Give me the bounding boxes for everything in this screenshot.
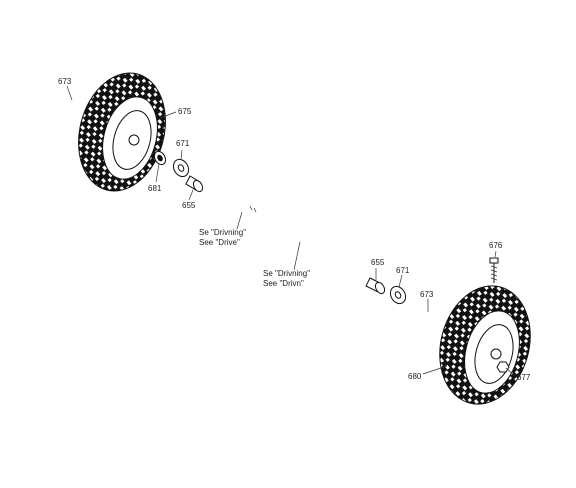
drive-shaft [204, 185, 264, 215]
right-hub [490, 348, 502, 360]
callout-681: 681 [148, 184, 162, 193]
callout-675: 675 [178, 107, 192, 116]
driven-note-line1: Se "Drivning" [263, 269, 310, 278]
leader-lines [66, 85, 516, 377]
left-pin-673 [45, 89, 75, 110]
callout-655-right: 655 [371, 258, 385, 267]
notes: Se "Drivning" See "Drive" Se "Drivning" … [199, 228, 310, 288]
left-hub [128, 134, 140, 146]
left-washer-671 [172, 158, 190, 178]
callout-671-right: 671 [396, 266, 410, 275]
driven-shaft [277, 225, 359, 271]
right-washer-671 [389, 285, 407, 305]
right-wheel-assembly [439, 285, 531, 405]
callout-labels: 673 675 671 681 655 676 655 671 673 680 … [58, 77, 531, 382]
bolt-676 [489, 257, 499, 283]
right-pin-673 [410, 304, 440, 323]
driven-note-line2: See "Drivn" [263, 279, 304, 288]
callout-676: 676 [489, 241, 503, 250]
left-bushing-655 [185, 175, 204, 193]
callout-673-right: 673 [420, 290, 434, 299]
callout-671-left: 671 [176, 139, 190, 148]
callout-680: 680 [408, 372, 422, 381]
callout-655-left: 655 [182, 201, 196, 210]
left-hub-nut-681 [153, 150, 167, 166]
callout-677: 677 [517, 373, 531, 382]
right-bushing-655 [365, 277, 386, 295]
drive-note-line1: Se "Drivning" [199, 228, 246, 237]
callout-673-left: 673 [58, 77, 72, 86]
nut-677 [496, 361, 510, 373]
left-wheel-assembly [78, 72, 166, 192]
drive-note-line2: See "Drive" [199, 238, 240, 247]
